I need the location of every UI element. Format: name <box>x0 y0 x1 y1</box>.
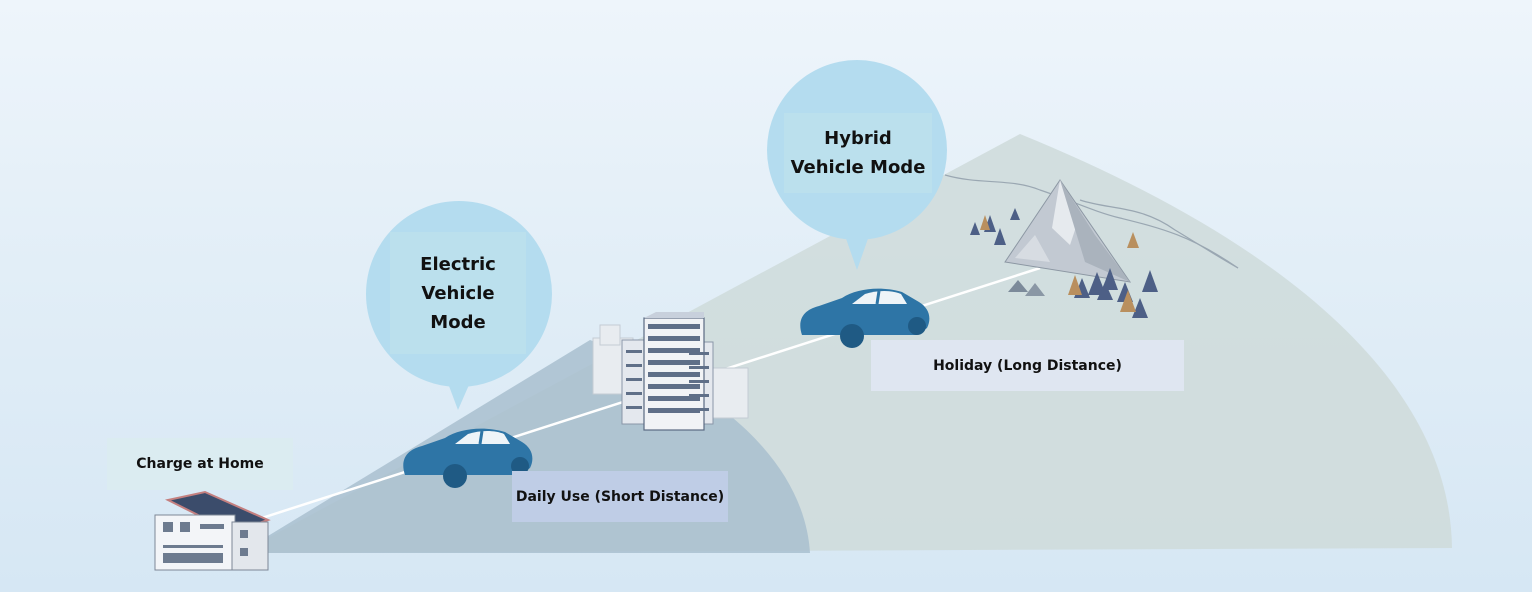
hills-outline <box>944 174 1239 269</box>
ev-mode-text: Electric Vehicle Mode <box>390 232 526 354</box>
mountain-forest-icon <box>970 179 1158 318</box>
hv-mode-text: Hybrid Vehicle Mode <box>784 113 932 193</box>
charge-at-home-label: Charge at Home <box>107 438 293 490</box>
house-solar-icon <box>154 490 271 571</box>
daily-use-label: Daily Use (Short Distance) <box>512 471 728 522</box>
city-buildings-icon <box>592 312 749 431</box>
holiday-label: Holiday (Long Distance) <box>871 340 1184 391</box>
car-icon <box>800 288 930 348</box>
car-icon <box>403 428 533 488</box>
